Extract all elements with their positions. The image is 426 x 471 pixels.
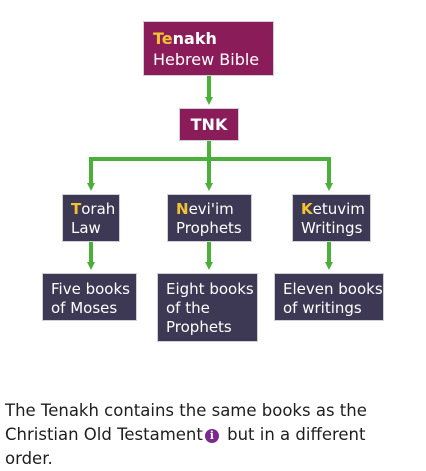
ketuvim-box: Ketuvim Writings xyxy=(292,194,371,242)
neviim-box: Nevi'im Prophets xyxy=(167,194,252,242)
neviim-detail-line: Prophets xyxy=(166,318,232,336)
caption-paragraph: The Tenakh contains the same books as th… xyxy=(5,399,415,471)
neviim-name: Nevi'im xyxy=(176,200,251,219)
torah-detail-line: of Moses xyxy=(51,299,118,317)
torah-initial: T xyxy=(71,200,82,218)
ketuvim-name: Ketuvim xyxy=(301,200,370,219)
ketuvim-initial: K xyxy=(301,200,313,218)
info-icon[interactable]: i xyxy=(204,428,219,443)
tenakh-title-highlight: Te xyxy=(153,29,173,48)
tenakh-title: Tenakh xyxy=(153,28,273,49)
diagram-connectors xyxy=(87,76,333,270)
ketuvim-name-rest: etuvim xyxy=(312,200,365,218)
tenakh-title-rest: nakh xyxy=(172,29,217,48)
neviim-detail-line: Eight books xyxy=(166,280,254,298)
ketuvim-detail-line: of writings xyxy=(283,299,362,317)
torah-detail-line: Five books xyxy=(51,280,130,298)
neviim-detail-box: Eight books of the Prophets xyxy=(157,273,258,342)
ketuvim-detail-line: Eleven books xyxy=(283,280,383,298)
torah-translation: Law xyxy=(71,219,101,237)
caption-text-start: The Tenakh contains the same books as th… xyxy=(5,400,367,444)
tenakh-diagram: Tenakh Hebrew Bible TNK Torah Law Nevi'i… xyxy=(42,21,384,342)
neviim-name-rest: evi'im xyxy=(188,200,234,218)
ketuvim-detail-box: Eleven books of writings xyxy=(274,273,384,321)
neviim-detail-line: of the xyxy=(166,299,210,317)
ketuvim-translation: Writings xyxy=(301,219,363,237)
tenakh-box: Tenakh Hebrew Bible xyxy=(143,21,274,76)
neviim-translation: Prophets xyxy=(176,219,242,237)
torah-name: Torah xyxy=(71,200,119,219)
torah-box: Torah Law xyxy=(62,194,120,242)
torah-detail-box: Five books of Moses xyxy=(42,273,137,321)
neviim-initial: N xyxy=(176,200,189,218)
tnk-box: TNK xyxy=(179,108,239,141)
caption-text-end: but in a different order. xyxy=(5,424,366,468)
tenakh-subtitle: Hebrew Bible xyxy=(153,50,260,69)
torah-name-rest: orah xyxy=(81,200,116,218)
